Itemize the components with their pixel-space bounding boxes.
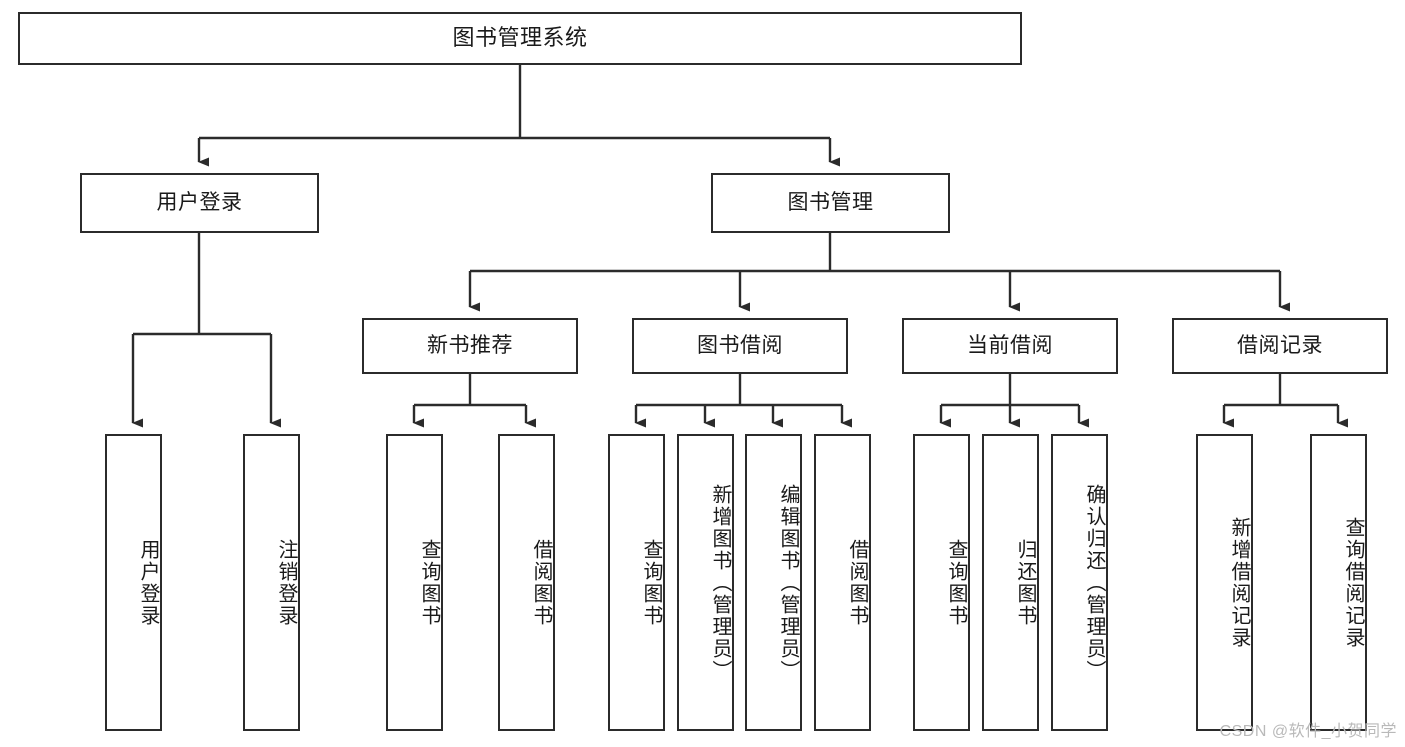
node-label: 当前借阅 — [967, 334, 1053, 358]
node-label: 注销登录 — [275, 538, 297, 627]
node-label: 归还图书 — [1014, 538, 1036, 627]
leaf-query-book-current[interactable]: 查询图书 — [913, 434, 970, 731]
node-label: 图书借阅 — [697, 334, 783, 358]
node-borrow-records[interactable]: 借阅记录 — [1172, 318, 1388, 374]
node-label: 查询借阅记录 — [1342, 516, 1364, 649]
leaf-borrow-book-recommend[interactable]: 借阅图书 — [498, 434, 555, 731]
node-label: 借阅图书 — [530, 538, 552, 627]
node-label: 编辑图书（管理员） — [777, 483, 799, 682]
node-label: 新书推荐 — [427, 334, 513, 358]
node-label: 确认归还（管理员） — [1083, 483, 1105, 682]
leaf-user-login[interactable]: 用户登录 — [105, 434, 162, 731]
node-root-system[interactable]: 图书管理系统 — [18, 12, 1022, 65]
leaf-confirm-return-admin[interactable]: 确认归还（管理员） — [1051, 434, 1108, 731]
leaf-edit-book-admin[interactable]: 编辑图书（管理员） — [745, 434, 802, 731]
leaf-borrow-book[interactable]: 借阅图书 — [814, 434, 871, 731]
node-user-login[interactable]: 用户登录 — [80, 173, 319, 233]
leaf-query-book-recommend[interactable]: 查询图书 — [386, 434, 443, 731]
leaf-return-book[interactable]: 归还图书 — [982, 434, 1039, 731]
node-label: 查询图书 — [418, 538, 440, 627]
leaf-add-book-admin[interactable]: 新增图书（管理员） — [677, 434, 734, 731]
leaf-add-borrow-record[interactable]: 新增借阅记录 — [1196, 434, 1253, 731]
leaf-query-book-borrow[interactable]: 查询图书 — [608, 434, 665, 731]
node-label: 图书管理系统 — [452, 25, 588, 51]
node-book-borrow[interactable]: 图书借阅 — [632, 318, 848, 374]
leaf-logout[interactable]: 注销登录 — [243, 434, 300, 731]
node-label: 借阅记录 — [1237, 334, 1323, 358]
node-current-borrow[interactable]: 当前借阅 — [902, 318, 1118, 374]
leaf-query-borrow-record[interactable]: 查询借阅记录 — [1310, 434, 1367, 731]
node-label: 用户登录 — [137, 538, 159, 627]
node-label: 查询图书 — [945, 538, 967, 627]
node-label: 借阅图书 — [846, 538, 868, 627]
node-book-management[interactable]: 图书管理 — [711, 173, 950, 233]
node-new-book-recommend[interactable]: 新书推荐 — [362, 318, 578, 374]
node-label: 新增借阅记录 — [1228, 516, 1250, 649]
node-label: 查询图书 — [640, 538, 662, 627]
node-label: 用户登录 — [156, 191, 243, 215]
node-label: 新增图书（管理员） — [709, 483, 731, 682]
csdn-watermark: CSDN @软件_小贺同学 — [1219, 723, 1397, 740]
node-label: 图书管理 — [787, 191, 874, 215]
